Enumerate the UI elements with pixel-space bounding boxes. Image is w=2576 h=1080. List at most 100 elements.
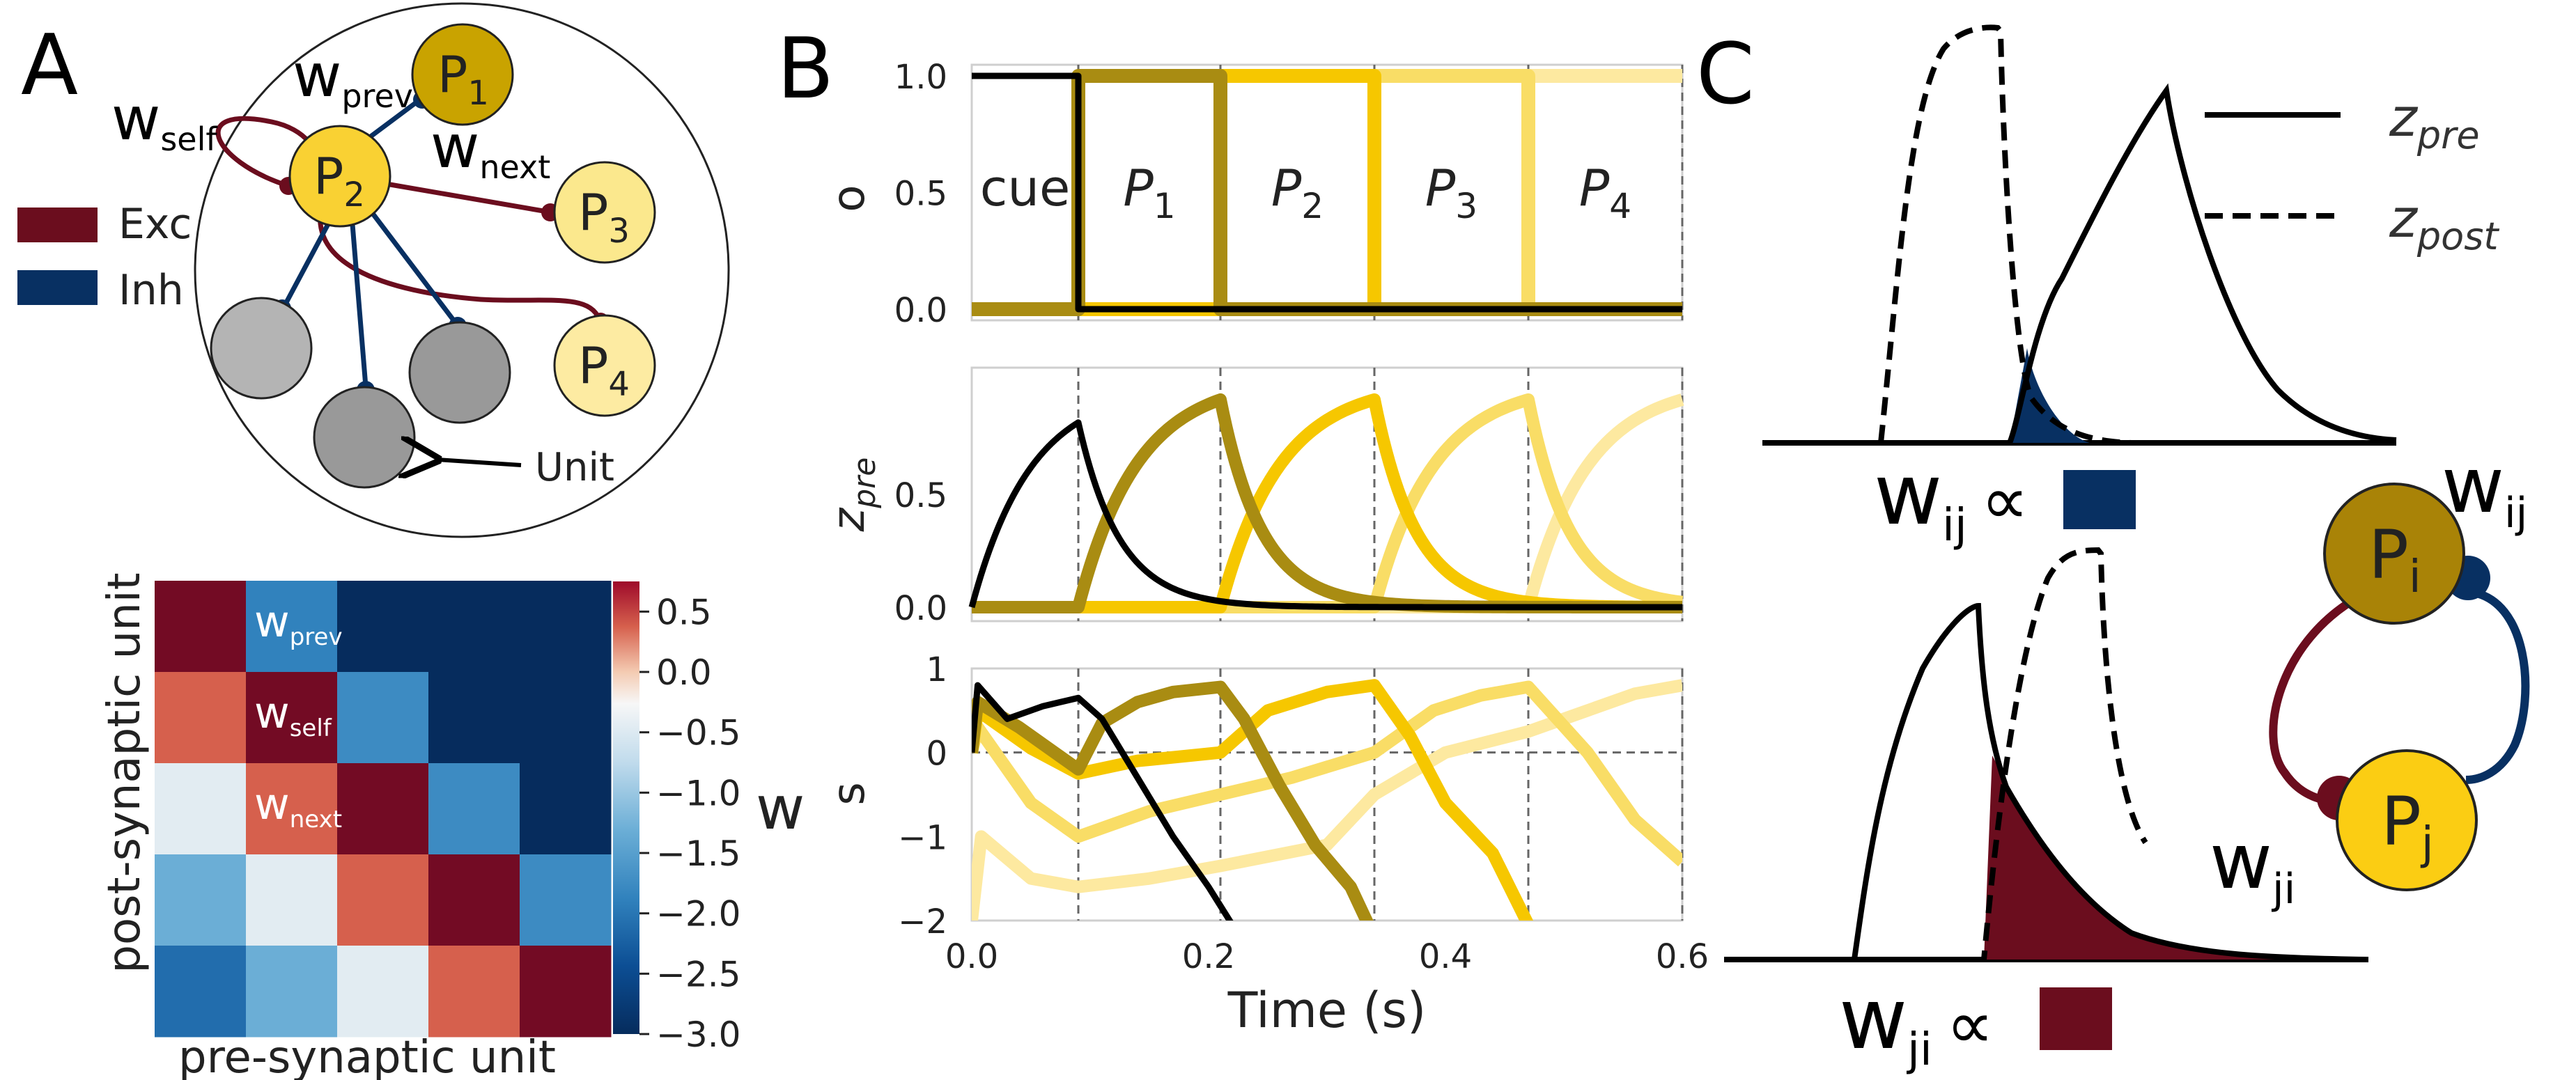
matrix-cell: [520, 672, 612, 764]
colorbar: 0.50.0−0.5−1.0−1.5−2.0−2.5−3.0 w: [613, 581, 805, 1055]
unit-p3-sub: 3: [608, 212, 630, 251]
unit-p3: [553, 161, 656, 264]
legend-zpre-label: z: [2389, 86, 2419, 148]
matrix-cell: [155, 672, 247, 764]
colorbar-ticks: 0.50.0−0.5−1.0−1.5−2.0−2.5−3.0: [639, 592, 740, 1055]
matrix-cell: [246, 763, 338, 855]
bottom-eq-swatch: [2040, 987, 2112, 1050]
w-next-label-sub: next: [479, 148, 550, 186]
grey-unit-middle: [313, 386, 416, 489]
colorbar-tick-label: 0.0: [656, 652, 712, 693]
svg-text:wji: wji: [2210, 817, 2295, 914]
svg-text:wji∝: wji∝: [1839, 971, 1994, 1076]
pair-exc-connection: [2269, 591, 2364, 805]
matrix-annotation-self: wself: [254, 687, 332, 742]
top-zpre-curve: [1762, 83, 2397, 446]
colorbar-tick-label: −3.0: [656, 1015, 740, 1055]
x-tick-label: 0.0: [945, 937, 998, 976]
pair-diagram: Pi Pj wij wji: [2210, 441, 2530, 914]
chart-s-ylabel: s: [823, 782, 875, 805]
pair-pi-label: P: [2368, 516, 2409, 594]
matrix-cell: [155, 763, 247, 855]
w-prev-label-main: w: [293, 41, 341, 111]
svg-text:wij: wij: [2442, 441, 2527, 538]
svg-text:wself: wself: [111, 84, 218, 158]
zpre-zpost-legend: zpre zpost: [2205, 86, 2499, 258]
matrix-annotation-next: wnext: [254, 778, 342, 834]
bottom-eq-sub: ji: [1906, 1024, 1932, 1076]
y-tick-label: 1.0: [894, 58, 947, 97]
y-tick-label: −1: [898, 818, 947, 857]
matrix-cell: [337, 854, 429, 946]
top-trace-schematic: wij ∝: [1762, 24, 2397, 551]
x-tick-label: 0.2: [1182, 937, 1235, 976]
unit-p1: [411, 23, 514, 126]
unit-p2: [288, 125, 391, 228]
svg-text:P4: P4: [578, 336, 630, 404]
top-eq-swatch: [2063, 470, 2136, 529]
panel-label-b: B: [777, 21, 834, 118]
legend-inh-label: Inh: [118, 266, 184, 315]
pair-unit-pj: [2336, 749, 2478, 891]
matrix-ylabel: post-synaptic unit: [99, 572, 150, 973]
segment-label: cue: [980, 159, 1071, 217]
matrix-annotation-prev: wprev: [254, 596, 343, 651]
matrix-cell: [246, 854, 338, 946]
matrix-cell: [337, 581, 429, 673]
matrix-cell: [428, 581, 520, 673]
matrix-cell: [246, 581, 338, 673]
matrix-cell: [520, 763, 612, 855]
inh-connection-1: [281, 211, 337, 308]
p2-p4-connection: [318, 188, 602, 320]
svg-text:wprev: wprev: [293, 41, 413, 115]
matrix-xlabel: pre-synaptic unit: [178, 1032, 556, 1080]
legend-zpost-sub: post: [2416, 214, 2499, 258]
x-tick-label: 0.4: [1419, 937, 1472, 976]
inh-connection-3: [367, 207, 458, 326]
y-tick-label: 1: [926, 650, 947, 689]
bottom-eq-symbol: ∝: [1946, 986, 1994, 1064]
w-next-label-main: w: [430, 112, 479, 182]
legend-exc-swatch: [17, 208, 98, 242]
top-eq-symbol: ∝: [1981, 462, 2029, 540]
series-line: [972, 72, 1682, 313]
matrix-annotations: wprev wself wnext: [254, 596, 343, 834]
unit-p4-sub: 4: [608, 365, 630, 404]
matrix-cell: [246, 672, 338, 764]
top-eq-sub: ij: [1942, 500, 1967, 551]
unit-arrow: [437, 460, 522, 465]
matrix-cell: [337, 763, 429, 855]
panel-label-c: C: [1696, 26, 1755, 123]
svg-text:Pj: Pj: [2381, 783, 2434, 870]
segment-label: P1: [1123, 159, 1175, 226]
segment-label: P3: [1425, 159, 1477, 226]
chart-zpre-ylabel: zpre: [823, 457, 883, 533]
w-self-label-main: w: [111, 84, 160, 154]
colorbar-gradient: [613, 581, 639, 1034]
w-self-label-sub: self: [160, 120, 218, 158]
matrix-cell: [246, 946, 338, 1038]
series-line: [972, 682, 1234, 921]
svg-text:wij∝: wij ∝: [1874, 447, 2028, 551]
unit-p2-sub: 2: [343, 175, 365, 214]
segment-label: P4: [1579, 159, 1631, 226]
matrix-cells: [155, 581, 612, 1038]
network-diagram: P1 P2 P3 P4 wprev wself wnext Unit: [111, 2, 730, 538]
svg-text:Pi: Pi: [2368, 516, 2421, 603]
top-eq-main: w: [1874, 447, 1942, 544]
w-next-connection: [389, 182, 544, 214]
colorbar-tick-label: −2.0: [656, 894, 740, 934]
matrix-cell: [428, 672, 520, 764]
matrix-cell: [337, 672, 429, 764]
colorbar-tick-label: −2.5: [656, 954, 740, 994]
y-tick-label: 0.5: [894, 476, 947, 515]
unit-p4: [553, 314, 656, 417]
pair-unit-pi: [2323, 483, 2465, 625]
bottom-zpre-curve: [1724, 602, 2369, 962]
w-prev-connection: [360, 97, 422, 145]
bottom-zpost-curve: [1724, 547, 2148, 962]
